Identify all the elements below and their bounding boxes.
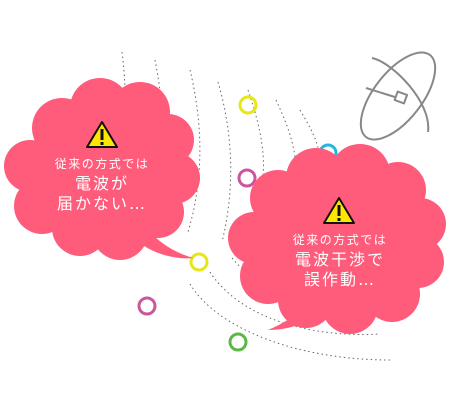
ring-green	[228, 332, 248, 352]
signal-wave-arc	[217, 81, 232, 243]
speech-bubble-right	[228, 144, 446, 334]
ring-magenta	[237, 168, 257, 188]
ring-yellow	[189, 252, 209, 272]
bubble-right-line2: 誤作動…	[303, 270, 376, 289]
signal-wave-arc	[299, 109, 321, 159]
bubble-left-line1: 電波が	[74, 174, 129, 193]
warning-icon	[323, 197, 355, 224]
bubble-left-text: 従来の方式では 電波が 届かない…	[42, 157, 162, 214]
bubble-right-text: 従来の方式では 電波干渉で 誤作動…	[280, 233, 400, 290]
speech-bubble-left	[4, 78, 200, 260]
ring-magenta	[137, 296, 157, 316]
ring-yellow	[238, 95, 258, 115]
warning-icon	[86, 121, 118, 148]
satellite-dish-icon	[359, 51, 437, 141]
signal-wave-arc	[247, 89, 264, 186]
signal-wave-arc	[209, 271, 381, 335]
bubble-left-line2: 届かない…	[56, 194, 147, 213]
bubble-right-line1: 電波干渉で	[294, 250, 385, 269]
bubble-right-lead: 従来の方式では	[292, 233, 388, 247]
signal-wave-arc	[275, 99, 297, 173]
bubble-left-lead: 従来の方式では	[54, 157, 150, 171]
